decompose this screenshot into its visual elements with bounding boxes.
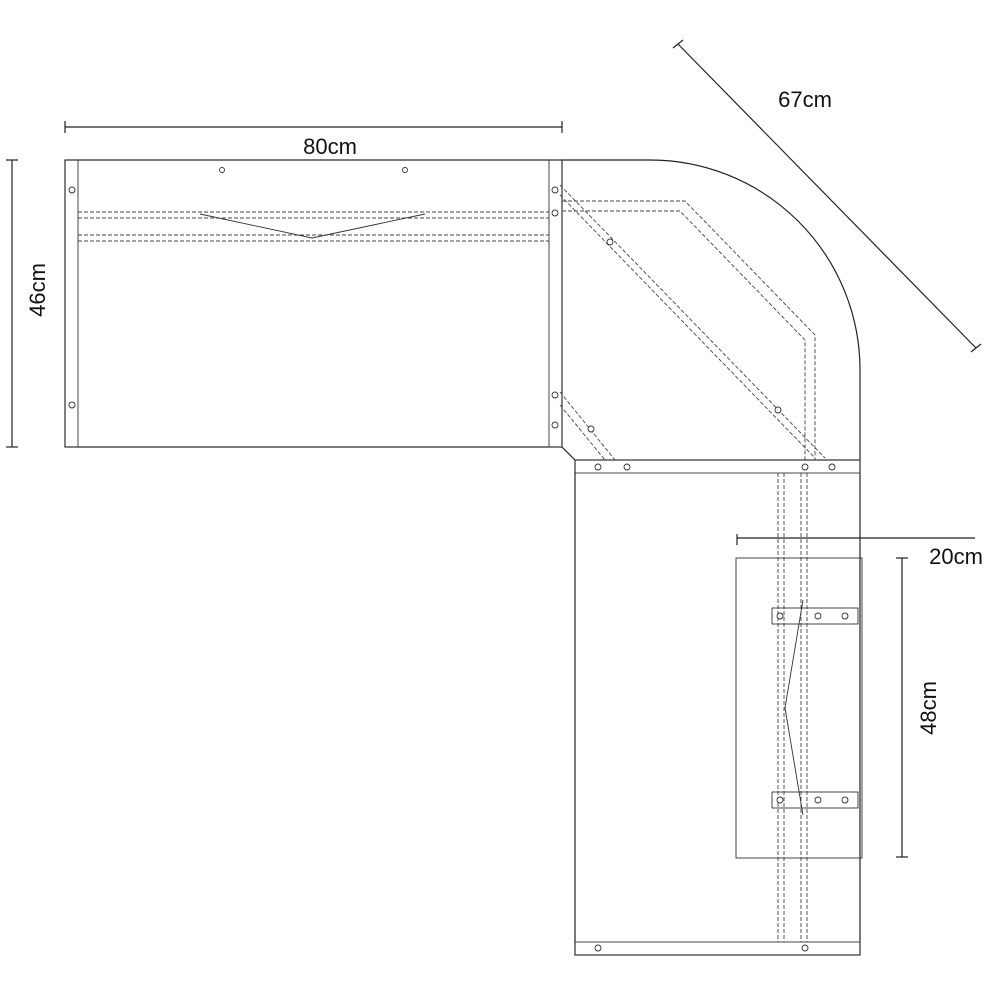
dimension-lines: [6, 39, 982, 858]
corner-desk-panel: [559, 159, 861, 461]
dimension-label-20cm: 20cm: [929, 544, 983, 569]
dimension-label-80cm: 80cm: [303, 134, 357, 159]
right-desk-panel: [574, 459, 861, 956]
dimension-label-48cm: 48cm: [916, 681, 941, 735]
keyboard-shelf: [735, 557, 863, 859]
dimension-label-46cm: 46cm: [25, 263, 50, 317]
left-desk-panel: [64, 159, 563, 448]
dimension-label-67cm: 67cm: [778, 87, 832, 112]
